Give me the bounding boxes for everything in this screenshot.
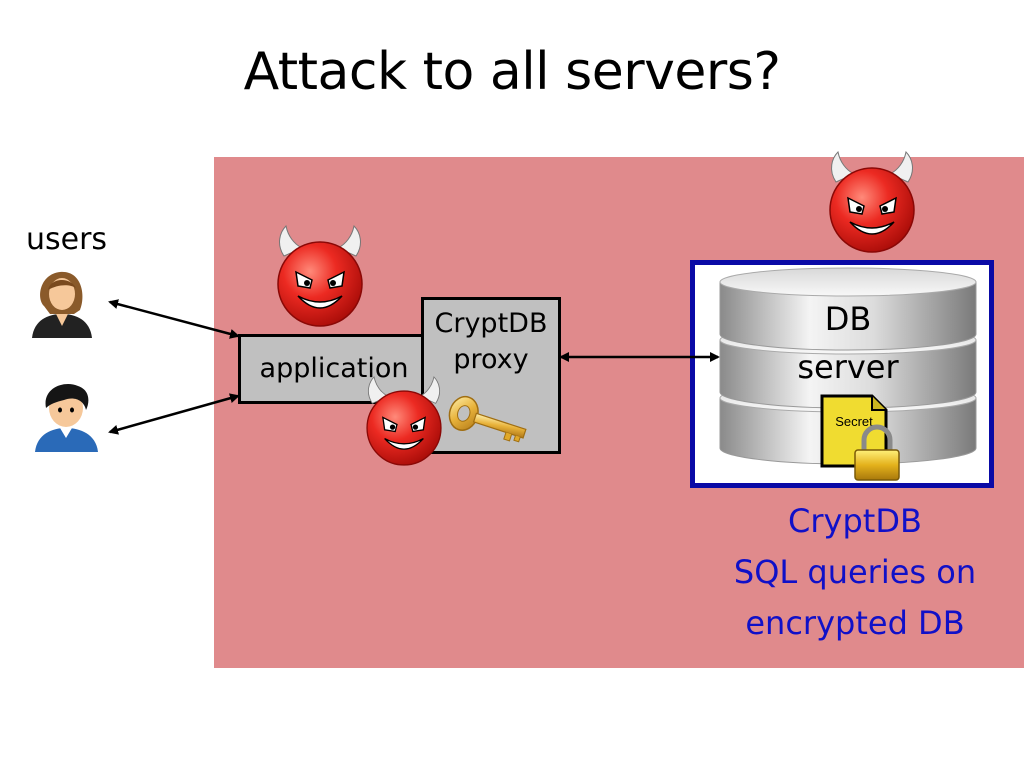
man-user-icon (35, 384, 98, 452)
secret-label: Secret (835, 414, 873, 429)
devil-icon (829, 150, 915, 253)
slide-title: Attack to all servers? (243, 42, 781, 102)
padlock-icon (854, 424, 900, 481)
caption-line3: encrypted DB (745, 604, 965, 642)
application-label: application (259, 353, 409, 384)
arrow-man-to-application (108, 393, 240, 435)
caption-line1: CryptDB (788, 502, 922, 540)
caption-line2: SQL queries on (733, 553, 977, 591)
proxy-label-line1: CryptDB (434, 308, 548, 339)
secret-document-icon: Secret (820, 394, 888, 468)
proxy-label-line2: proxy (453, 344, 529, 375)
devil-icon (277, 224, 363, 327)
db-label-line2: server (797, 348, 899, 386)
devil-icon (366, 376, 442, 466)
arrow-woman-to-application (108, 299, 240, 339)
woman-user-icon (32, 271, 92, 338)
users-label: users (26, 222, 108, 257)
database-icon (719, 267, 977, 465)
db-label-line1: DB (824, 300, 872, 338)
key-icon (448, 395, 527, 443)
